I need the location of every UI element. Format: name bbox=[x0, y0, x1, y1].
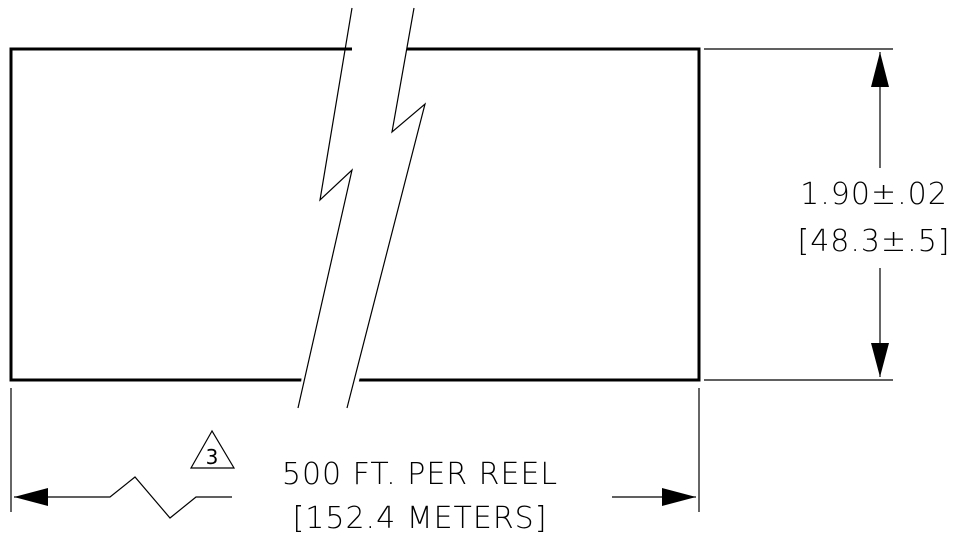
revision-triangle-icon bbox=[189, 429, 236, 469]
length-dim-line-left bbox=[14, 476, 232, 519]
break-line-right bbox=[346, 7, 427, 409]
length-arrow-right bbox=[662, 488, 696, 506]
break-mask bbox=[298, 0, 425, 410]
length-dim-metric: [152.4 METERS] bbox=[293, 501, 548, 536]
revision-number: 3 bbox=[206, 445, 219, 469]
height-arrow-up bbox=[871, 52, 889, 87]
height-arrow-down bbox=[871, 343, 889, 377]
length-dim-imperial: 500 FT. PER REEL bbox=[282, 457, 558, 492]
height-dim-metric: [48.3±.5] bbox=[798, 224, 951, 259]
length-arrow-left bbox=[14, 488, 48, 506]
height-dim-imperial: 1.90±.02 bbox=[800, 177, 948, 212]
break-line-left bbox=[297, 7, 354, 409]
